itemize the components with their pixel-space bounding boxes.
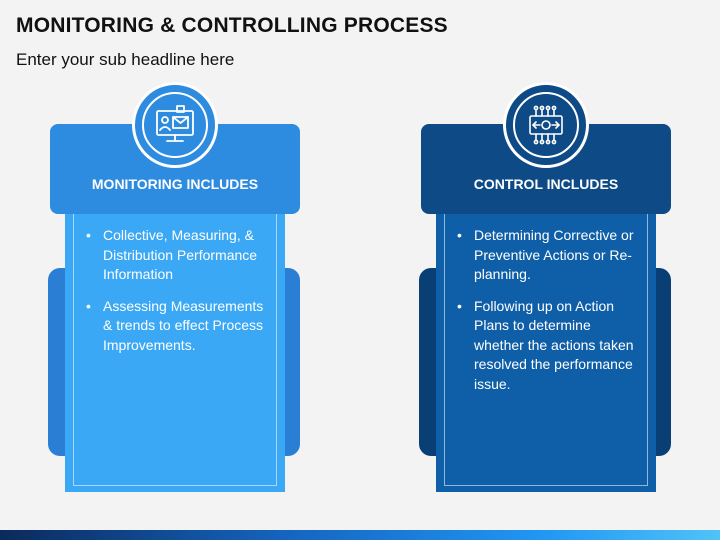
footer-gradient-bar	[0, 530, 720, 540]
control-panel: CONTROL INCLUDES Determining Corrective …	[421, 124, 671, 494]
circuit-control-icon	[529, 105, 563, 145]
monitoring-panel-header: MONITORING INCLUDES	[50, 124, 300, 214]
bullet-item: Following up on Action Plans to determin…	[454, 297, 644, 395]
monitor-user-mail-icon	[156, 105, 194, 142]
page-title: MONITORING & CONTROLLING PROCESS	[16, 14, 448, 37]
control-icon-badge	[503, 82, 589, 168]
monitoring-panel: MONITORING INCLUDES Collective, Measurin…	[50, 124, 300, 494]
bullet-item: Assessing Measurements & trends to effec…	[83, 297, 273, 356]
monitoring-panel-heading: MONITORING INCLUDES	[91, 176, 259, 192]
monitoring-icon-ring	[142, 92, 208, 158]
control-icon-ring	[513, 92, 579, 158]
monitoring-bullet-list: Collective, Measuring, & Distribution Pe…	[83, 226, 273, 367]
bullet-item: Collective, Measuring, & Distribution Pe…	[83, 226, 273, 285]
panel-body-outline	[444, 214, 648, 486]
monitoring-panel-body: Collective, Measuring, & Distribution Pe…	[65, 214, 285, 492]
bullet-item: Determining Corrective or Preventive Act…	[454, 226, 644, 285]
page-subtitle: Enter your sub headline here	[16, 50, 235, 69]
control-bullet-list: Determining Corrective or Preventive Act…	[454, 226, 644, 406]
monitoring-icon-badge	[132, 82, 218, 168]
panel-body-outline	[73, 214, 277, 486]
control-panel-heading: CONTROL INCLUDES	[473, 176, 619, 192]
control-panel-body: Determining Corrective or Preventive Act…	[436, 214, 656, 492]
